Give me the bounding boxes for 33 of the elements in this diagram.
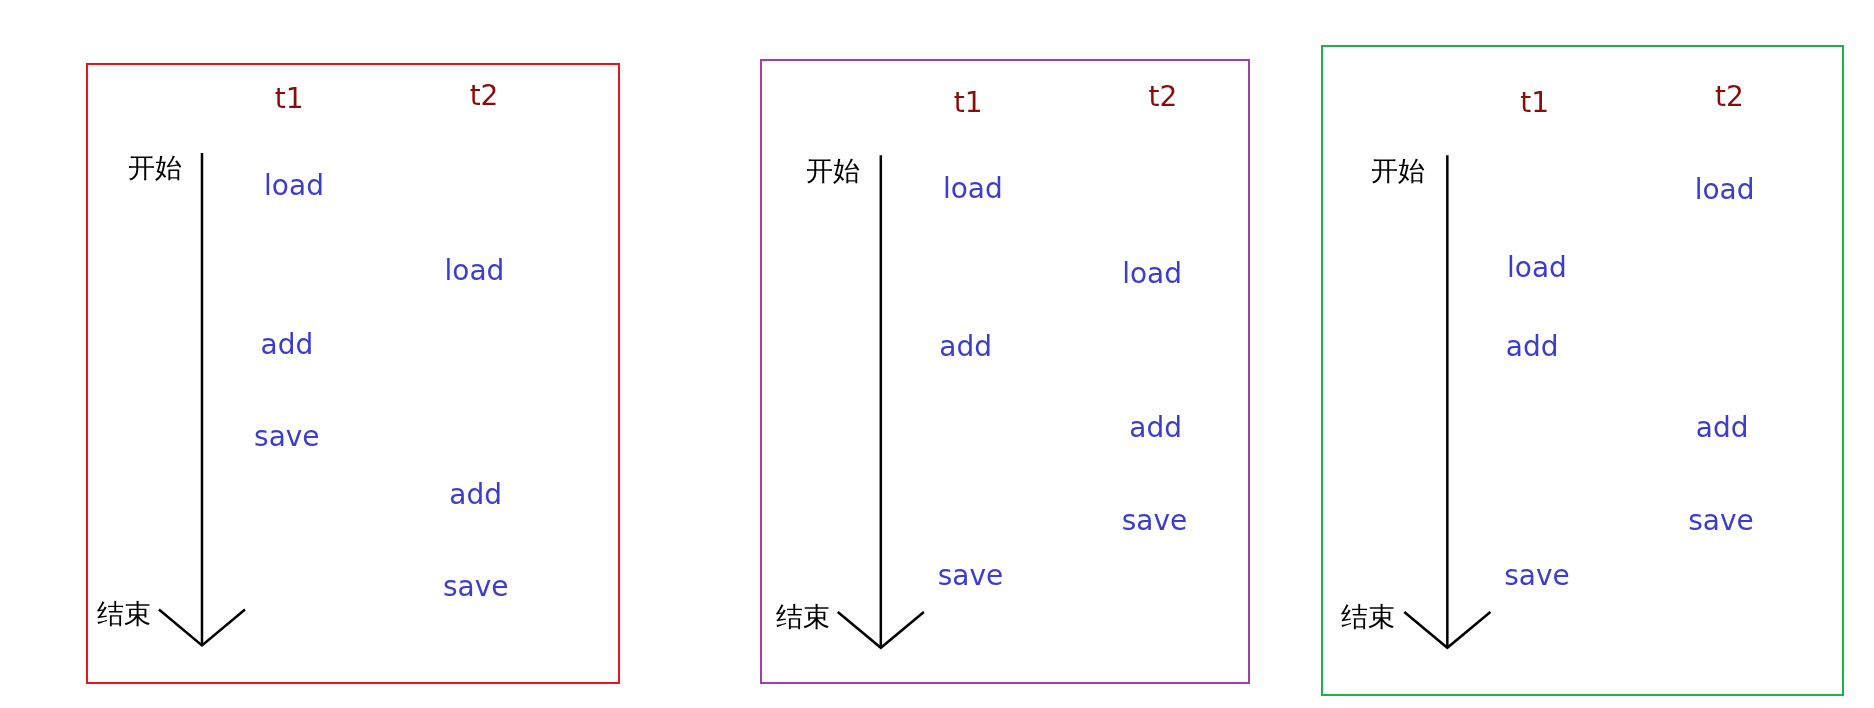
operation-label: save: [254, 423, 320, 452]
time-label: 开始: [1371, 156, 1426, 184]
operation-label: add: [1505, 332, 1559, 361]
operation-label: load: [1122, 259, 1183, 288]
operation-label: save: [937, 562, 1004, 591]
thread-label: t1: [953, 88, 983, 117]
panel-frame: [1320, 45, 1845, 696]
operation-label: add: [449, 480, 502, 509]
thread-label: t1: [274, 85, 304, 114]
operation-label: add: [260, 331, 314, 360]
operation-label: load: [1507, 253, 1567, 282]
operation-label: add: [1129, 413, 1183, 442]
thread-label: t1: [1520, 88, 1549, 117]
panel-frame: [760, 58, 1251, 684]
operation-label: add: [1695, 413, 1749, 442]
operation-label: save: [442, 572, 509, 601]
thread-label: t2: [1148, 82, 1178, 111]
operation-label: save: [1504, 562, 1570, 591]
time-label: 开始: [128, 153, 183, 181]
operation-label: save: [1121, 507, 1188, 536]
panel-frame: [86, 63, 621, 684]
operation-label: save: [1688, 507, 1754, 536]
operation-label: add: [939, 332, 993, 361]
time-label: 结束: [97, 599, 152, 627]
time-label: 结束: [776, 602, 831, 629]
operation-label: load: [444, 257, 505, 286]
operation-label: load: [264, 172, 324, 201]
operation-label: load: [1694, 176, 1755, 204]
thread-label: t2: [469, 81, 499, 110]
time-label: 结束: [1341, 602, 1396, 629]
operation-label: load: [942, 174, 1003, 203]
time-label: 开始: [806, 156, 860, 184]
thread-label: t2: [1715, 82, 1744, 111]
